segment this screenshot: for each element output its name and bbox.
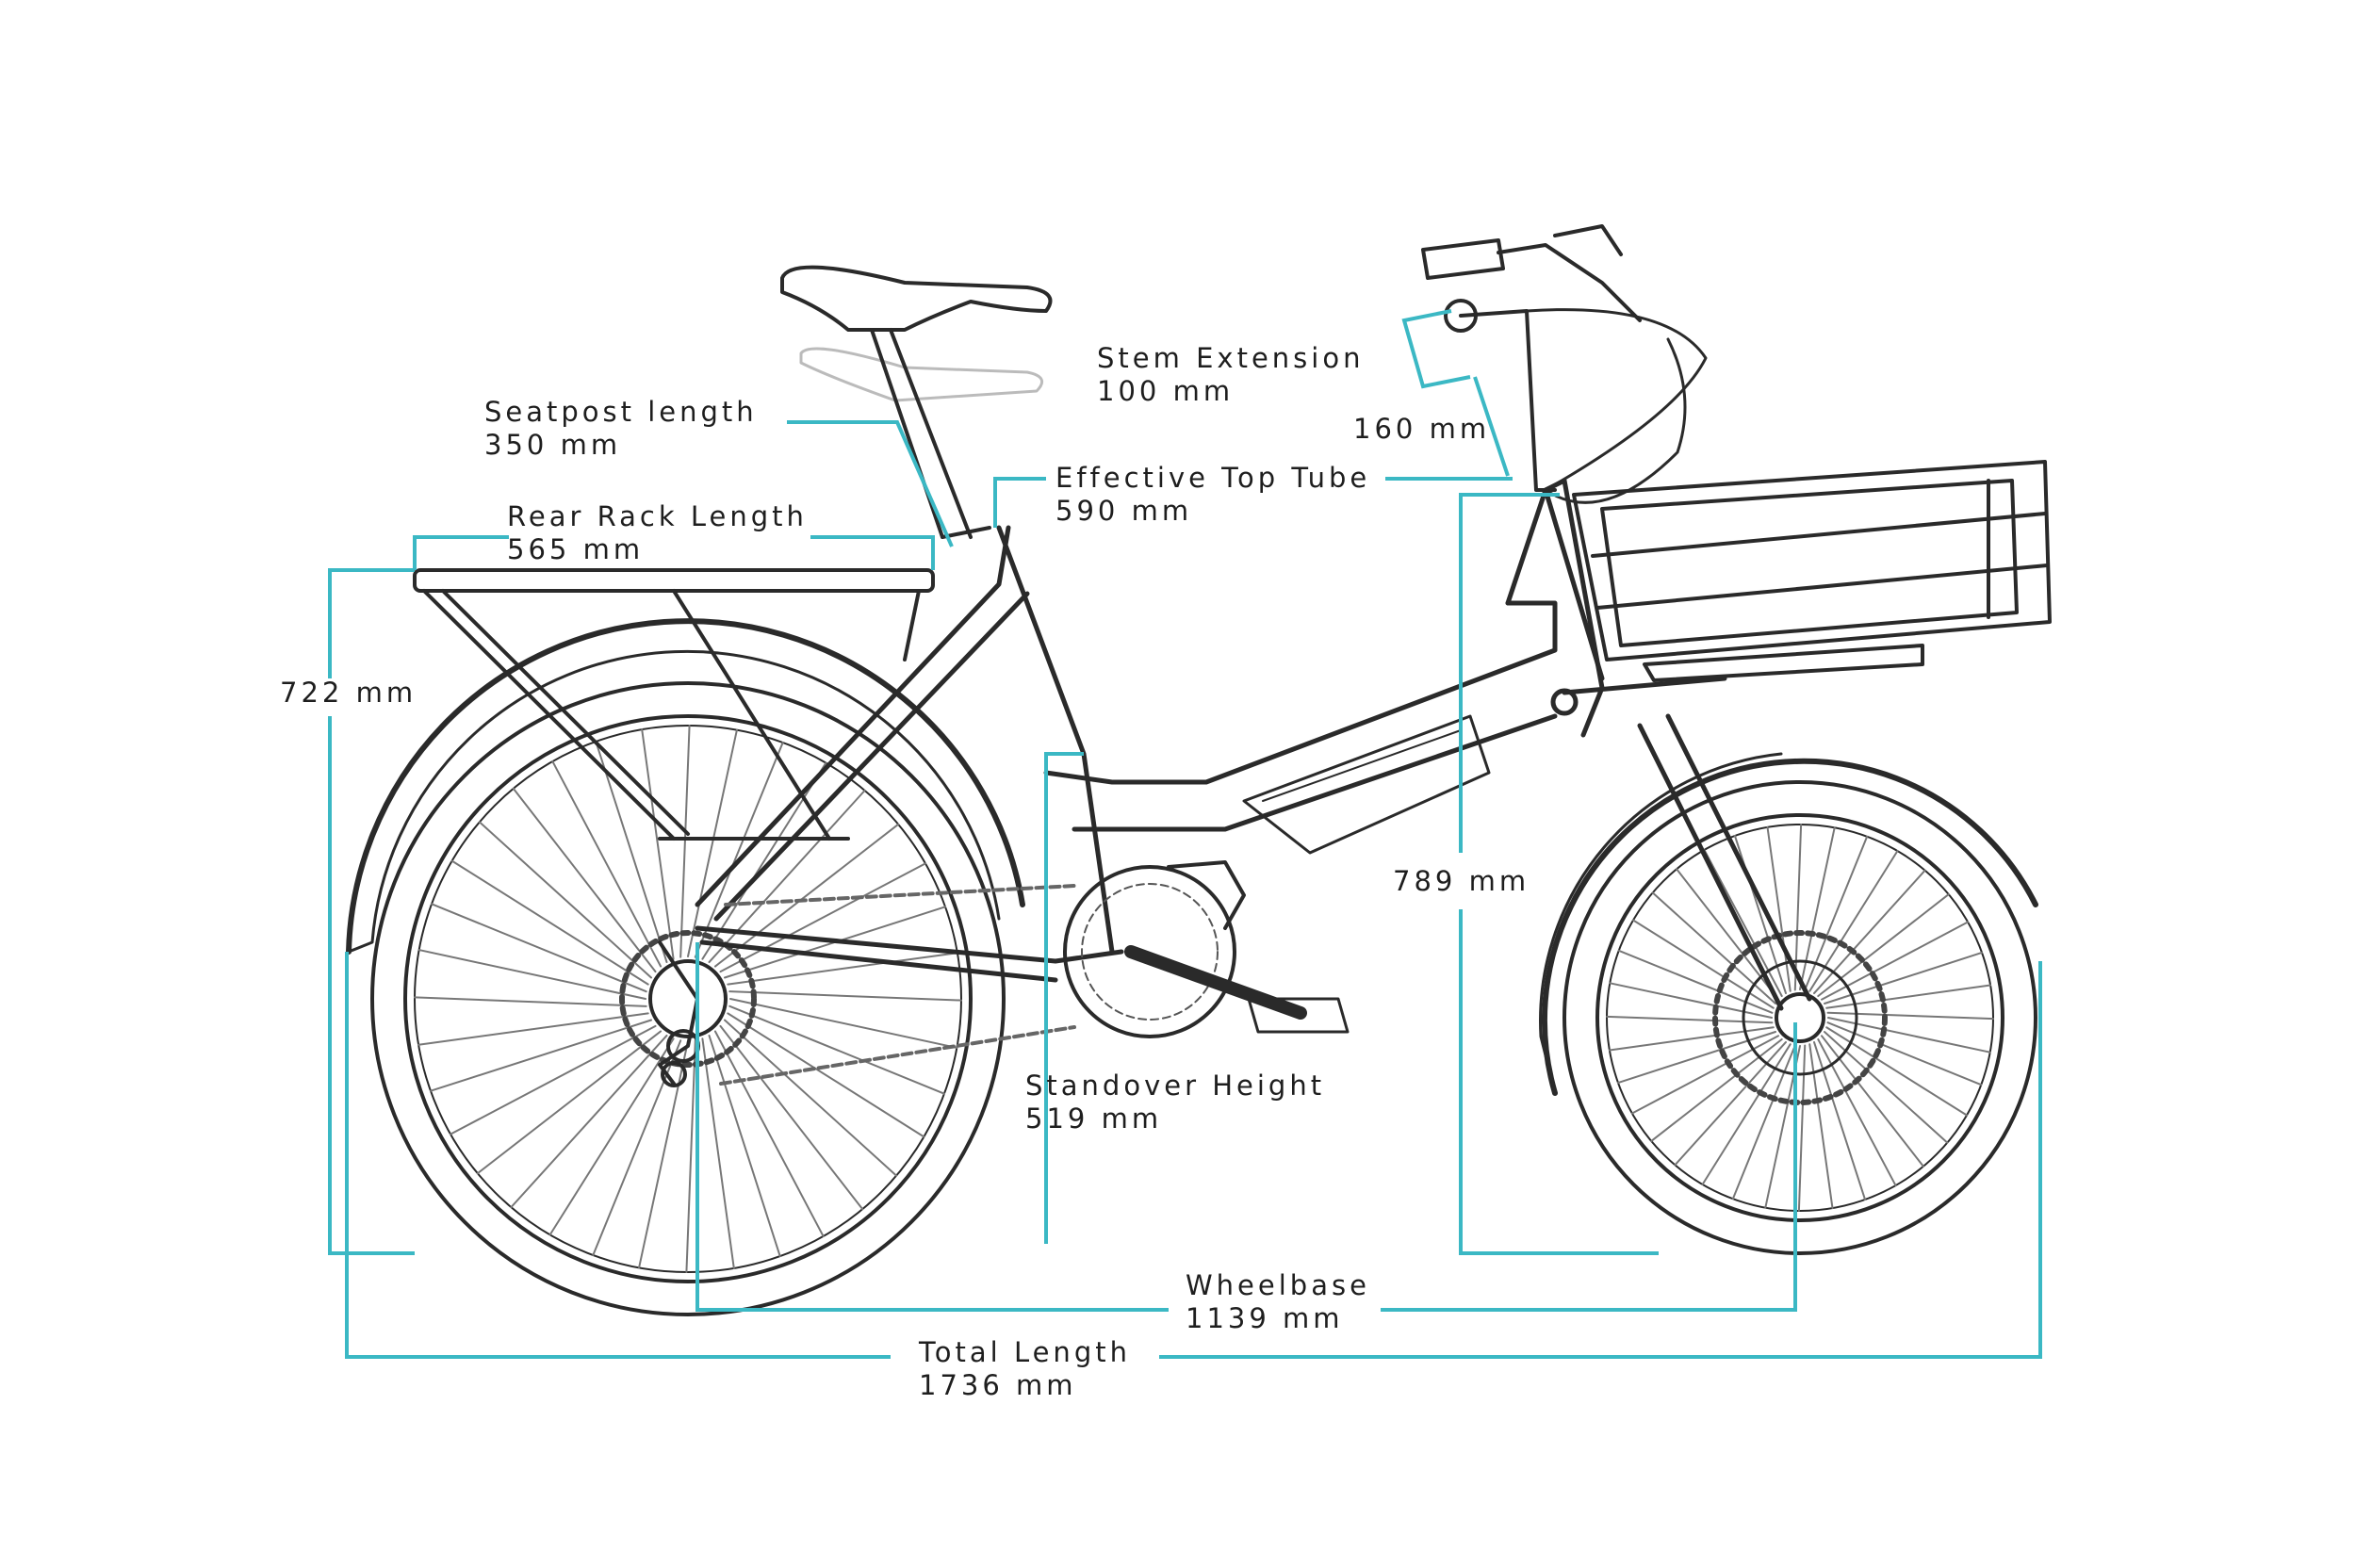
seatpost-length-label: Seatpost length 350 mm bbox=[484, 396, 758, 462]
front-fender bbox=[1541, 758, 2038, 1096]
total-length-line bbox=[345, 952, 891, 1359]
stem-extension-value: 100 mm bbox=[1097, 375, 1235, 407]
handlebar bbox=[1421, 224, 1708, 504]
standover-height-title: Standover Height bbox=[1025, 1070, 1326, 1102]
standover-height-line bbox=[1044, 752, 1084, 1244]
seatpost-length-title: Seatpost length bbox=[484, 396, 758, 428]
effective-top-tube-title: Effective Top Tube bbox=[1055, 462, 1371, 494]
stem-height-line bbox=[1473, 376, 1510, 477]
rear-rack bbox=[413, 568, 935, 841]
total-length-value: 1736 mm bbox=[919, 1369, 1077, 1401]
stem-extension-label: Stem Extension 100 mm bbox=[1097, 342, 1364, 408]
standover-height-value: 519 mm bbox=[1025, 1102, 1163, 1135]
rear-fender bbox=[346, 618, 1025, 955]
stem-height-label: 160 mm bbox=[1353, 413, 1490, 446]
front-basket bbox=[1572, 460, 2052, 682]
frame bbox=[695, 478, 1812, 1011]
front-rack-height-line bbox=[1459, 493, 1560, 853]
rear-rack-length-value: 565 mm bbox=[507, 533, 645, 565]
front-rack-height-label: 789 mm bbox=[1393, 865, 1530, 898]
wheelbase-value: 1139 mm bbox=[1186, 1302, 1344, 1334]
rack-height-line bbox=[328, 568, 415, 678]
rear-wheel bbox=[370, 681, 1006, 1316]
total-length-label: Total Length 1736 mm bbox=[919, 1336, 1131, 1402]
total-length-title: Total Length bbox=[919, 1336, 1131, 1368]
effective-top-tube-value: 590 mm bbox=[1055, 495, 1193, 527]
front-rack-height-value: 789 mm bbox=[1393, 865, 1530, 897]
wheelbase-line bbox=[695, 942, 1169, 1312]
motor-crank bbox=[1063, 860, 1350, 1038]
stem-extension-line bbox=[1401, 309, 1471, 389]
front-wheel bbox=[1562, 780, 2037, 1255]
rear-rack-length-label: Rear Rack Length 565 mm bbox=[507, 500, 808, 566]
effective-top-tube-line bbox=[993, 477, 1046, 528]
effective-top-tube-label: Effective Top Tube 590 mm bbox=[1055, 462, 1370, 528]
wheelbase-label: Wheelbase 1139 mm bbox=[1186, 1269, 1370, 1335]
rear-rack-length-title: Rear Rack Length bbox=[507, 500, 808, 532]
rack-height-label: 722 mm bbox=[280, 677, 417, 710]
saddle bbox=[780, 265, 1053, 539]
dimension-lines bbox=[328, 309, 2042, 1359]
standover-height-label: Standover Height 519 mm bbox=[1025, 1070, 1325, 1135]
chain bbox=[719, 884, 1076, 1086]
stem-height-value: 160 mm bbox=[1353, 413, 1491, 445]
seatpost-line bbox=[787, 420, 954, 547]
seatpost-length-value: 350 mm bbox=[484, 429, 622, 461]
rear-rack-length-line bbox=[413, 535, 509, 570]
stem-extension-title: Stem Extension bbox=[1097, 342, 1365, 374]
wheelbase-title: Wheelbase bbox=[1186, 1269, 1370, 1301]
rack-height-value: 722 mm bbox=[280, 677, 417, 709]
